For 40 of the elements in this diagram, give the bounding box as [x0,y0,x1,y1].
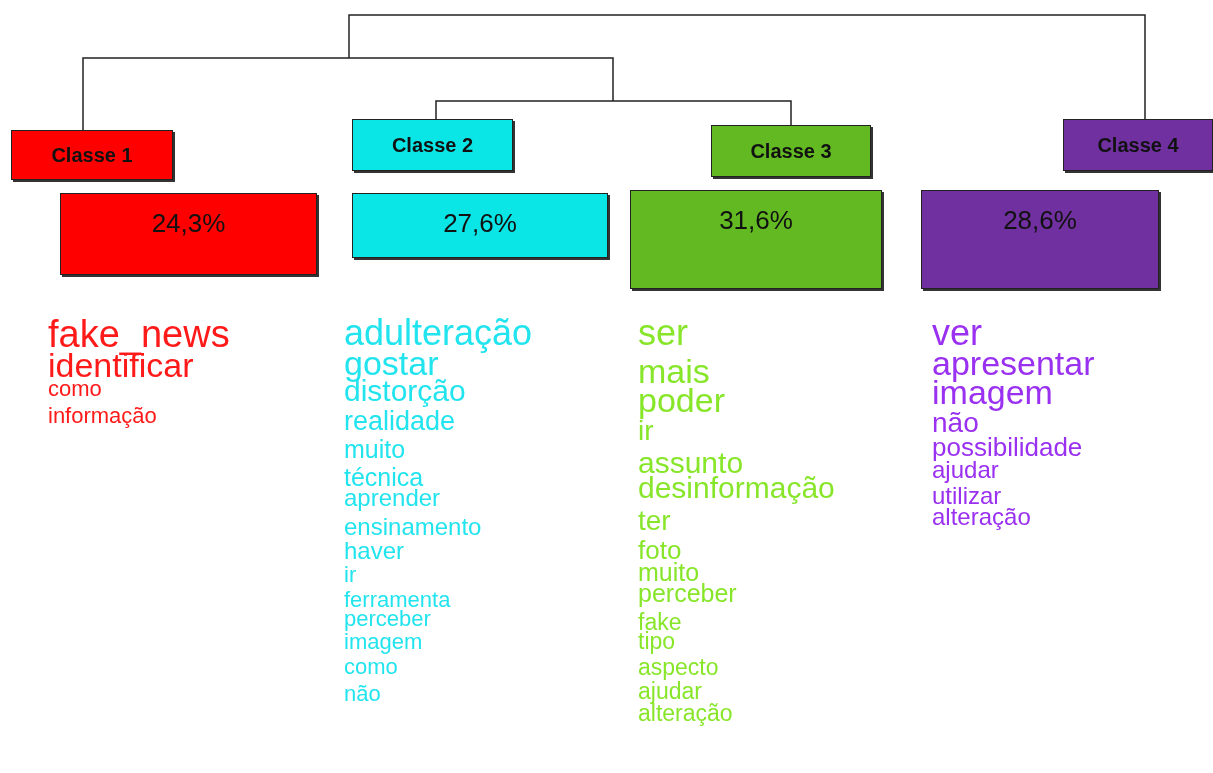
word: mais [638,356,710,387]
word: ferramenta [344,591,451,610]
word: perceber [638,583,737,605]
word: fake [638,612,682,633]
word: realidade [344,410,456,434]
word: aprender [344,488,441,509]
word: utilizar [932,486,1002,508]
class-label-box: Classe 1 [11,130,173,180]
percentage-box: 31,6% [630,190,882,289]
word: ser [638,318,688,349]
word: alteração [638,703,733,724]
word: alteração [932,507,1031,528]
word: ir [344,566,357,585]
word: imagem [344,632,423,652]
class-label-box: Classe 4 [1063,119,1213,171]
word: haver [344,541,405,563]
percentage-box: 24,3% [60,193,317,275]
word: ir [638,419,654,444]
word: técnica [344,466,424,489]
word: perceber [344,609,431,629]
word: como [48,379,102,399]
word: tipo [638,632,676,653]
word: informação [48,406,157,426]
word: ajudar [638,681,702,702]
word: ver [932,318,982,349]
class-label-box: Classe 2 [352,119,513,171]
word: não [344,684,381,704]
word: assunto [638,449,744,476]
word: como [344,657,398,677]
class-label-box: Classe 3 [711,125,871,177]
word: ensinamento [344,516,482,538]
word: foto [638,539,682,562]
word: ter [638,509,671,534]
word: desinformação [638,475,835,502]
word: muito [638,561,700,584]
word: muito [344,439,406,461]
percentage-box: 27,6% [352,193,608,258]
word: identificar [48,350,194,380]
percentage-box: 28,6% [921,190,1159,289]
word: não [932,411,979,436]
